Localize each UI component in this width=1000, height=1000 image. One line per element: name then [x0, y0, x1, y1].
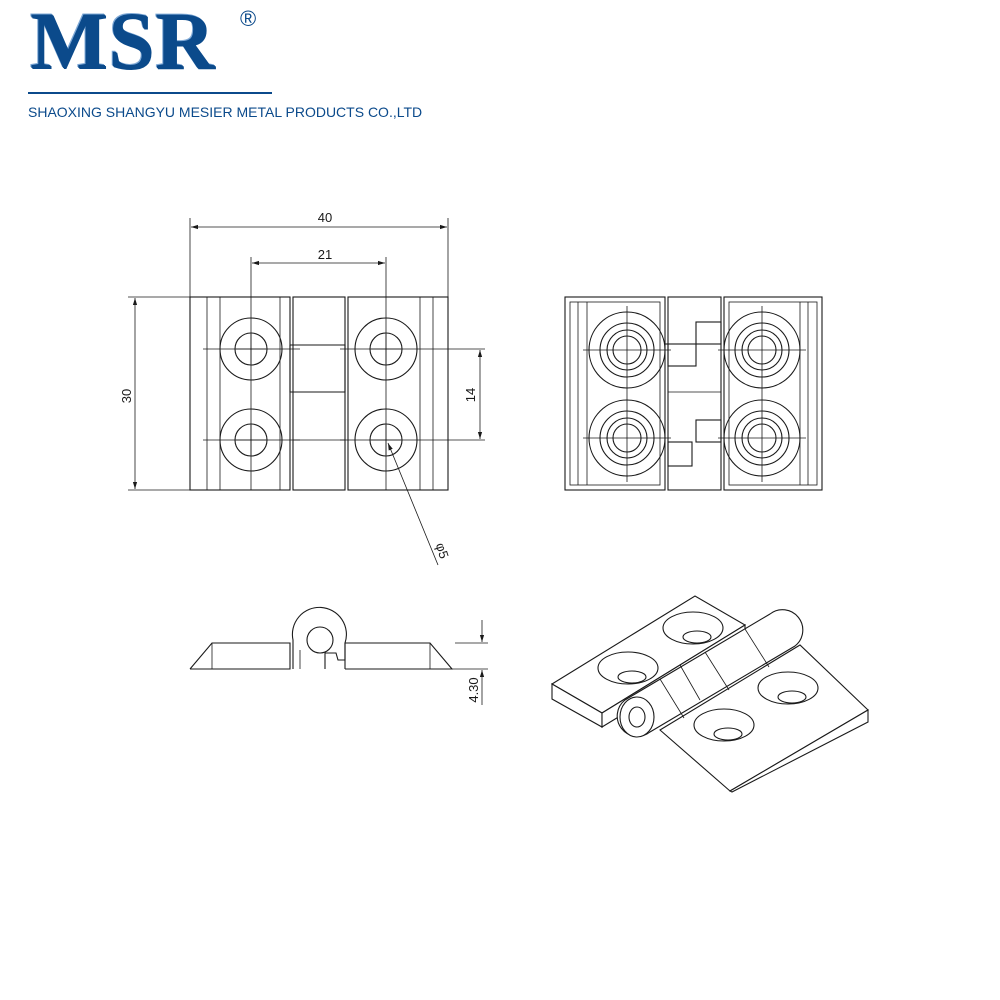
iso-hole-3 — [757, 671, 819, 705]
back-hole-bottom-right — [718, 394, 806, 482]
back-view — [564, 296, 823, 491]
dimension-hole-diameter: φ5 — [387, 442, 452, 566]
dimension-label-4-30: 4.30 — [466, 677, 481, 702]
iso-hole-2 — [597, 651, 659, 685]
dimension-label-21: 21 — [318, 247, 332, 262]
dimension-hole-spacing-vertical: 14 — [463, 350, 483, 439]
dimension-height: 30 — [119, 296, 190, 491]
company-name: SHAOXING SHANGYU MESIER METAL PRODUCTS C… — [28, 104, 423, 120]
logo-underline — [28, 92, 272, 94]
iso-hole-4 — [693, 708, 755, 742]
back-hole-top-right — [718, 306, 806, 394]
registered-trademark-icon: ® — [240, 6, 257, 31]
dimension-hole-spacing-horizontal: 21 — [252, 247, 385, 266]
dimension-label-30: 30 — [119, 389, 134, 403]
front-view — [189, 257, 485, 491]
dimension-label-phi5: φ5 — [433, 541, 452, 561]
dimension-thickness: 4.30 — [452, 620, 488, 705]
back-hole-bottom-left — [583, 394, 671, 482]
logo: MSR — [30, 0, 216, 86]
isometric-view — [550, 595, 869, 793]
side-view — [189, 606, 454, 670]
dimension-label-14: 14 — [463, 388, 478, 402]
iso-hole-1 — [662, 611, 724, 645]
dimension-overall-width: 40 — [189, 210, 449, 297]
dimension-label-40: 40 — [318, 210, 332, 225]
header: MSR ® SHAOXING SHANGYU MESIER METAL PROD… — [0, 0, 460, 125]
back-hole-top-left — [583, 306, 671, 394]
